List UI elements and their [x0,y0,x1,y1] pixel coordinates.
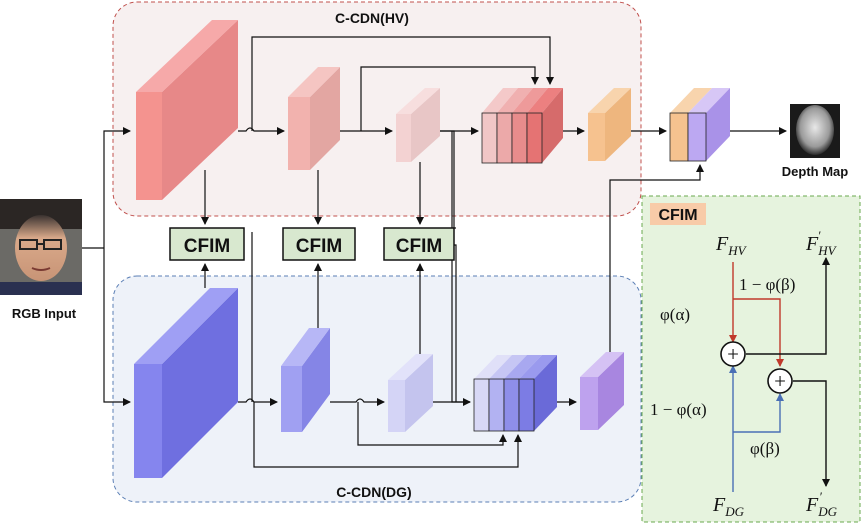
one-minus-phi-beta-label: 1 − φ(β) [739,275,795,294]
plus-node-hv: + [720,341,746,367]
f-hv-out-label: FHV′ [805,228,838,258]
cfim-blue-paths [729,365,784,492]
cfim-block-1-label: CFIM [184,236,230,257]
hv-concat-block [481,88,563,164]
hv-branch-title: C-CDN(HV) [335,10,409,26]
input-split-arrows [82,127,131,406]
cfim-block-3-label: CFIM [396,236,442,257]
hv-output-block [588,88,631,161]
rgb-input-label: RGB Input [12,306,77,321]
depth-map-label: Depth Map [782,164,849,179]
f-dg-label: FDG [712,494,745,519]
hv-block-2 [288,67,340,170]
f-hv-label: FHV [715,233,748,258]
depth-map-image [790,104,840,158]
cfim-detail-title: CFIM [658,207,697,224]
hv-connections [201,36,787,352]
one-minus-phi-alpha-label: 1 − φ(α) [650,400,707,419]
dg-output-block [580,352,624,430]
dg-connections [201,232,577,468]
svg-text:+: + [727,342,739,366]
fusion-output-block [669,88,730,162]
f-dg-out-label: FDG′ [805,489,838,519]
dg-branch-region [112,275,642,503]
phi-alpha-label: φ(α) [660,305,690,324]
hv-block-1 [136,20,238,200]
plus-node-dg: + [767,368,793,394]
cfim-red-paths [729,262,784,367]
cfim-output-paths [746,257,830,487]
phi-beta-label: φ(β) [750,439,780,458]
hv-block-3 [396,88,440,162]
cfim-detail-panel: CFIM FHV FHV′ FDG FDG′ φ(α) 1 − φ(β) 1 −… [641,195,861,523]
cfim-block-2: CFIM [282,227,356,261]
cfim-block-3: CFIM [383,227,455,261]
rgb-input-image [0,199,82,295]
cfim-block-2-label: CFIM [296,236,342,257]
cfim-block-1: CFIM [169,227,245,261]
dg-concat-block [473,355,557,432]
dg-block-3 [388,354,433,432]
cfim-detail-title-box [650,203,706,225]
dg-block-2 [281,328,330,432]
svg-text:+: + [774,369,786,393]
dg-branch-title: C-CDN(DG) [336,484,411,500]
dg-block-1 [134,288,238,478]
